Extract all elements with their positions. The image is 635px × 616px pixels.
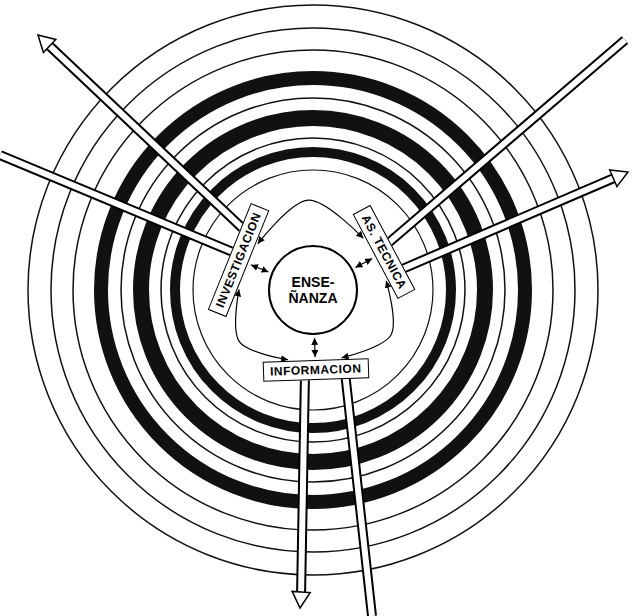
thick-ring <box>175 152 451 428</box>
arrow-shaft <box>400 178 613 270</box>
connector-arrow <box>258 200 364 244</box>
ring <box>73 50 553 530</box>
arrow-shaft <box>345 372 372 616</box>
ring <box>28 5 598 575</box>
center-circle: ENSE- ÑANZA <box>268 245 358 335</box>
connector-arrow <box>355 259 372 268</box>
node-text: AS. TECNICA <box>358 213 409 292</box>
arrow-shaft <box>386 40 625 245</box>
ring-label-box: AS. TECNICA <box>352 205 415 299</box>
ring <box>51 28 575 552</box>
arrow-shaft <box>400 178 613 270</box>
node-text: INFORMACION <box>270 361 362 378</box>
arrow-shaft <box>50 46 255 240</box>
thick-ring <box>101 78 525 502</box>
arrow-shaft <box>301 372 305 592</box>
ring-label-box: INFORMACION <box>262 358 368 382</box>
arrow-shaft <box>0 155 240 255</box>
arrow-head <box>292 591 310 608</box>
arrow-head <box>38 35 56 53</box>
arrow-head <box>610 170 628 187</box>
ring <box>161 138 465 442</box>
ring <box>121 98 505 482</box>
arrow-shaft <box>301 372 305 592</box>
arrow-shaft <box>0 155 240 255</box>
arrow-shaft <box>345 372 372 616</box>
arrow-shaft <box>50 46 255 240</box>
connector-arrow <box>314 338 316 357</box>
node-text: ENSE- ÑANZA <box>270 274 356 306</box>
thick-ring <box>141 118 485 462</box>
connector-arrow <box>251 265 269 272</box>
arrow-shaft <box>386 40 625 245</box>
ring <box>193 170 433 410</box>
